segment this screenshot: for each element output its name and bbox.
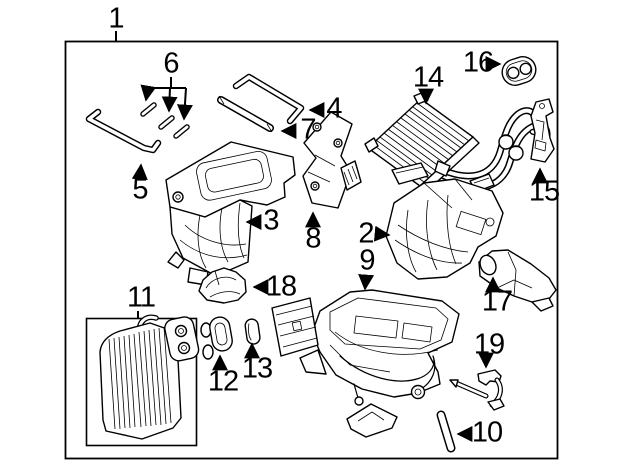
part-6-clips	[140, 102, 190, 139]
callout-1[interactable]: 1	[108, 2, 124, 35]
callout-16[interactable]: 16	[462, 46, 494, 79]
callout-7[interactable]: 7	[300, 113, 316, 146]
callout-15[interactable]: 15	[528, 175, 560, 208]
part-16-grommet	[501, 56, 537, 86]
part-5-rod	[85, 108, 162, 154]
callout-9[interactable]: 9	[359, 244, 375, 277]
callout-13[interactable]: 13	[241, 352, 273, 385]
callout-19[interactable]: 19	[473, 328, 505, 361]
part-12-seal	[209, 316, 233, 352]
part-2-main-case	[385, 178, 504, 280]
part-11-evaporator-box	[85, 314, 200, 447]
callout-11[interactable]: 11	[126, 281, 156, 314]
part-7-seal-strip	[217, 95, 274, 133]
part-4-rod	[232, 73, 305, 125]
callout-2[interactable]: 2	[358, 217, 374, 250]
part-3-upper-case	[165, 141, 296, 286]
back-panel	[271, 297, 319, 357]
part-10-drain-tube	[436, 410, 456, 453]
callout-14[interactable]: 14	[412, 61, 444, 94]
part-19-lever	[449, 369, 505, 411]
callout-6[interactable]: 6	[163, 47, 179, 80]
callout-5[interactable]: 5	[132, 173, 148, 206]
callout-12[interactable]: 12	[207, 365, 239, 398]
callout-8[interactable]: 8	[305, 222, 321, 255]
leader-lines	[115, 31, 548, 442]
part-17-duct	[478, 249, 557, 312]
part-15-bracket	[530, 98, 555, 163]
callout-18[interactable]: 18	[265, 270, 297, 303]
callout-17[interactable]: 17	[481, 285, 513, 318]
part-8-bracket	[302, 111, 353, 209]
part-9-lower-case	[299, 289, 460, 438]
foam-pad	[346, 403, 398, 438]
part-18-elbow	[198, 267, 247, 304]
callout-10[interactable]: 10	[471, 416, 503, 449]
callout-4[interactable]: 4	[326, 92, 342, 125]
callout-3[interactable]: 3	[263, 204, 279, 237]
